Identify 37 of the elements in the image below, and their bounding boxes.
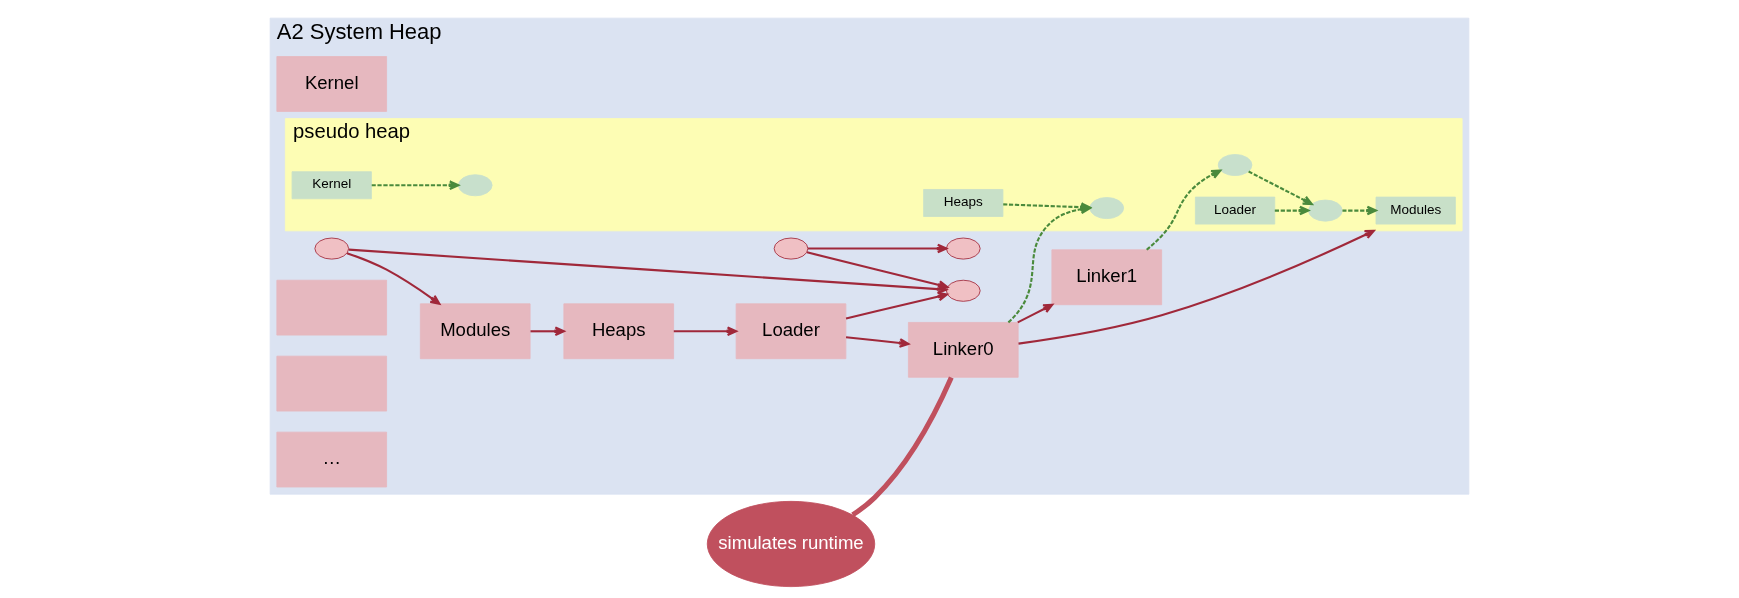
- node-box: Loader: [735, 303, 847, 360]
- node-box: …: [276, 431, 388, 488]
- arrow: [371, 180, 460, 191]
- node-ellipse: [314, 237, 350, 260]
- node-box: Modules: [1375, 196, 1456, 225]
- node-box: Modules: [419, 303, 531, 360]
- node-ellipse: [773, 237, 809, 260]
- node-box: Heaps: [563, 303, 674, 360]
- arrow: [673, 326, 738, 337]
- node-box: Heaps: [923, 189, 1004, 217]
- arrow: [1342, 205, 1377, 216]
- connector: [851, 376, 954, 518]
- arrow: [806, 251, 949, 290]
- node-box: Kernel: [291, 171, 372, 200]
- node-box: [276, 355, 388, 412]
- arrow: [845, 291, 949, 320]
- arrow: [346, 252, 441, 305]
- node-box: Linker0: [908, 322, 1019, 378]
- arrow: [1248, 170, 1313, 206]
- node-box: Linker1: [1051, 249, 1163, 306]
- arrow: [1018, 229, 1375, 345]
- arrow: [807, 243, 948, 254]
- arrow: [1274, 205, 1310, 216]
- arrow: [530, 326, 565, 337]
- node-ellipse: [1217, 154, 1253, 176]
- arrow: [1146, 169, 1222, 251]
- node-ellipse: simulates runtime: [706, 500, 876, 588]
- node-box: Kernel: [276, 56, 388, 112]
- arrow: [845, 336, 910, 348]
- node-box: Loader: [1195, 196, 1276, 225]
- node-ellipse: [1089, 197, 1125, 219]
- node-ellipse: [457, 174, 493, 197]
- node-ellipse: [946, 237, 981, 260]
- node-ellipse: [1308, 199, 1343, 222]
- arrow: [1017, 303, 1054, 324]
- node-box: [276, 279, 388, 336]
- node-ellipse: [946, 279, 981, 302]
